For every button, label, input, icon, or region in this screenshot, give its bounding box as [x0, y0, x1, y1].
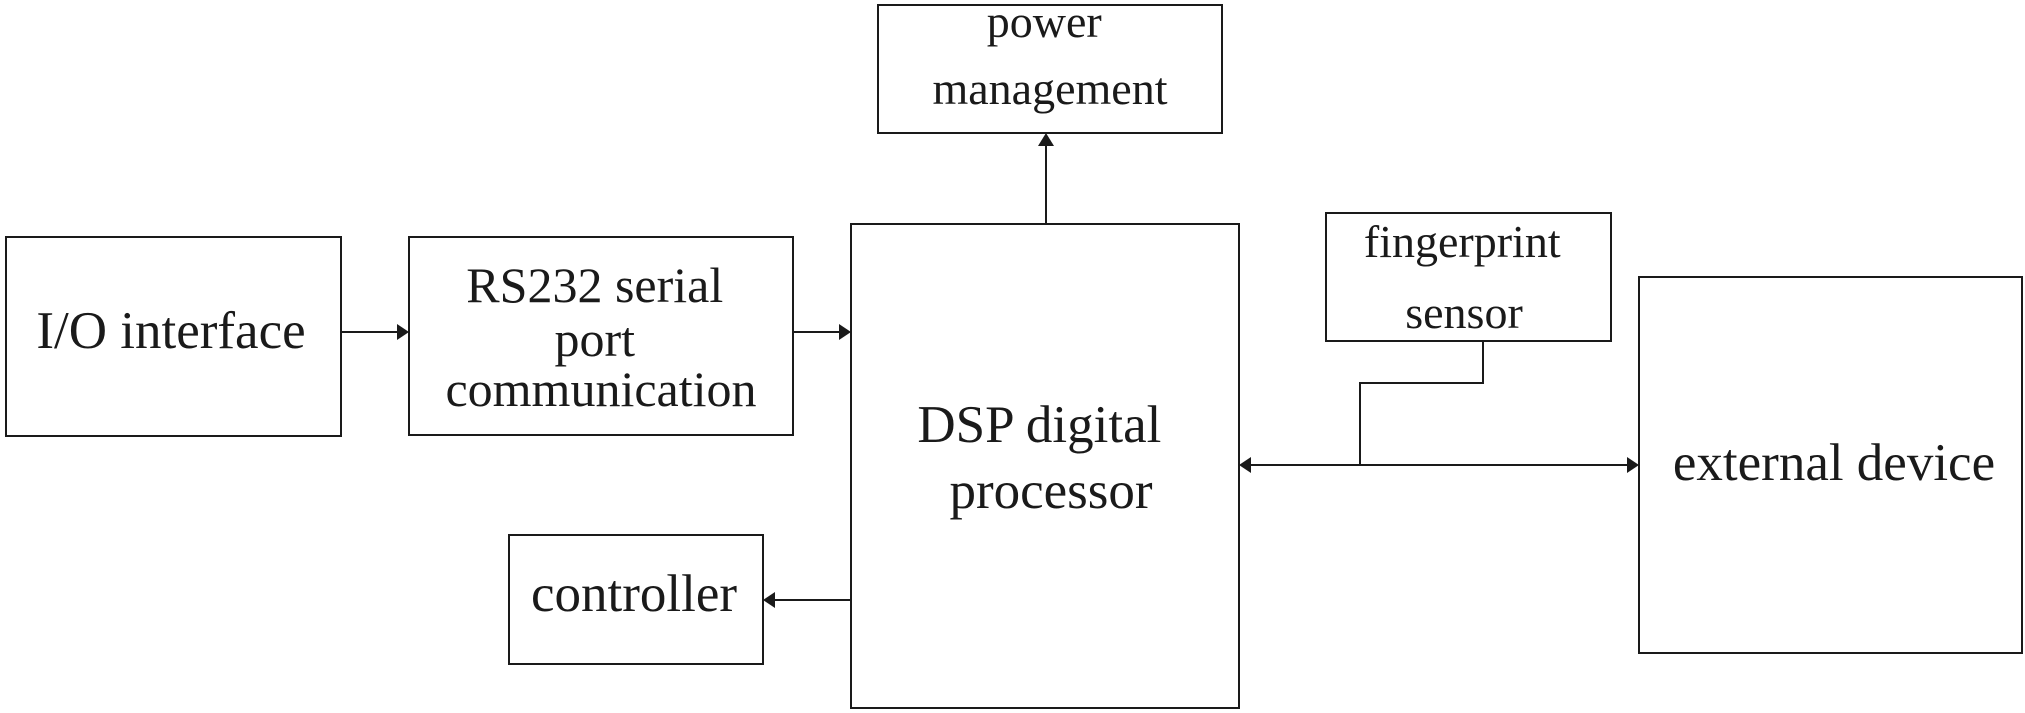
rs232-label-line-3: communication: [445, 361, 756, 417]
controller-label: controller: [531, 565, 737, 623]
fingerprint-to-bus-line: [1359, 341, 1484, 465]
external-device-box: [1638, 276, 2023, 654]
dsp-processor-box: [850, 223, 1240, 709]
rs232-to-dsp-arrowhead: [839, 324, 851, 340]
io-interface-label-line-1: I/O interface: [36, 302, 305, 360]
rs232-label: RS232 serial port communication: [445, 257, 756, 417]
io-to-rs232-arrowhead: [397, 324, 409, 340]
dsp-processor-label: DSP digital processor: [917, 396, 1174, 520]
power-management-label-line-2: management: [932, 63, 1167, 114]
dsp-to-power-arrowhead: [1038, 133, 1054, 146]
external-device-label-line-1: external device: [1673, 434, 1995, 492]
fingerprint-sensor-label: fingerprint sensor: [1364, 216, 1572, 338]
rs232-box: [408, 236, 794, 436]
external-device-label: external device: [1673, 434, 1995, 492]
bus-arrowhead-to-external: [1627, 457, 1639, 473]
dsp-to-controller-arrowhead: [763, 592, 775, 608]
io-interface-box: [5, 236, 342, 437]
fingerprint-sensor-label-line-2: sensor: [1405, 287, 1523, 338]
power-management-box: [877, 4, 1223, 134]
fingerprint-sensor-box: [1325, 212, 1612, 342]
bus-arrowhead-to-dsp: [1239, 457, 1251, 473]
rs232-label-line-1: RS232 serial: [466, 257, 723, 313]
dsp-processor-label-line-2: processor: [949, 462, 1152, 520]
fingerprint-sensor-label-line-1: fingerprint: [1364, 216, 1561, 267]
dsp-processor-label-line-1: DSP digital: [917, 396, 1161, 454]
power-management-label: power management: [932, 0, 1167, 114]
controller-label-line-1: controller: [531, 565, 737, 623]
io-interface-label: I/O interface: [36, 302, 305, 360]
power-management-label-line-1: power: [987, 0, 1102, 47]
controller-box: [508, 534, 764, 665]
rs232-label-line-2: port: [554, 311, 635, 367]
